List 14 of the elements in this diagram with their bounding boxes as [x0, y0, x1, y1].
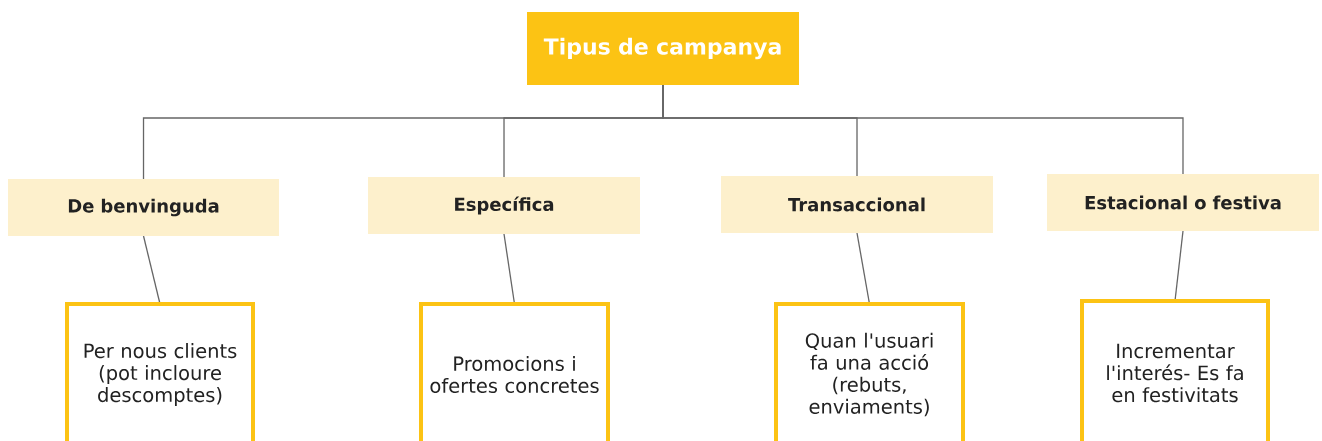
category-box: Estacional o festiva — [1047, 174, 1319, 231]
description-box: Incrementar l'interés- Es fa en festivitats — [1080, 299, 1270, 441]
connector-line — [856, 232, 871, 305]
description-box: Promocions i ofertes concretes — [419, 302, 610, 441]
category-box: Específica — [368, 177, 640, 234]
connector-line — [503, 233, 516, 305]
description-box: Quan l'usuari fa una acció (rebuts, enviaments) — [774, 302, 965, 441]
category-box: De benvinguda — [8, 179, 279, 236]
connector-line — [1174, 230, 1184, 302]
title-box: Tipus de campanya — [527, 12, 799, 85]
connector-line — [662, 84, 1184, 175]
category-box: Transaccional — [721, 176, 993, 233]
description-box: Per nous clients (pot incloure descomptes) — [65, 302, 255, 441]
connector-line — [142, 235, 161, 305]
